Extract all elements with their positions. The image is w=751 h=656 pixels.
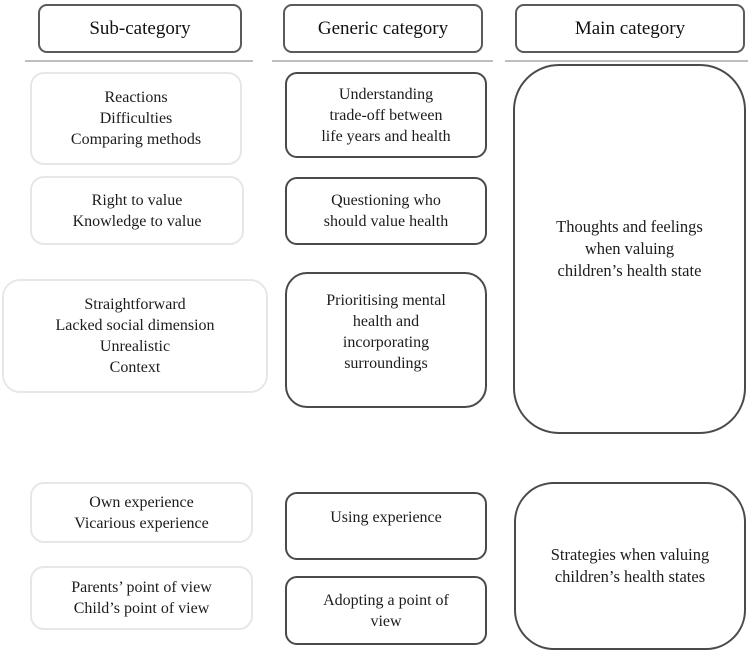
generic-box-adopting-point-of-view: Adopting a point of view	[285, 576, 487, 645]
subcat-box-own-experience: Own experience Vicarious experience	[30, 482, 253, 543]
header-underline-generic	[272, 60, 493, 62]
subcat-box-right-to-value: Right to value Knowledge to value	[30, 176, 244, 245]
header-main-category: Main category	[515, 4, 745, 53]
generic-box-prioritising-mental-health: Prioritising mental health and incorpora…	[285, 272, 487, 408]
header-generic-category: Generic category	[283, 4, 483, 53]
header-underline-main	[505, 60, 748, 62]
generic-box-using-experience: Using experience	[285, 492, 487, 560]
main-box-strategies: Strategies when valuing children’s healt…	[514, 482, 746, 650]
subcat-box-straightforward: Straightforward Lacked social dimension …	[2, 279, 268, 393]
header-underline-sub	[25, 60, 253, 62]
main-box-thoughts-and-feelings: Thoughts and feelings when valuing child…	[513, 64, 746, 434]
subcat-box-points-of-view: Parents’ point of view Child’s point of …	[30, 566, 253, 630]
generic-box-who-should-value: Questioning who should value health	[285, 177, 487, 245]
generic-box-trade-off: Understanding trade-off between life yea…	[285, 72, 487, 158]
subcat-box-reactions: Reactions Difficulties Comparing methods	[30, 72, 242, 165]
header-sub-category: Sub-category	[38, 4, 242, 53]
